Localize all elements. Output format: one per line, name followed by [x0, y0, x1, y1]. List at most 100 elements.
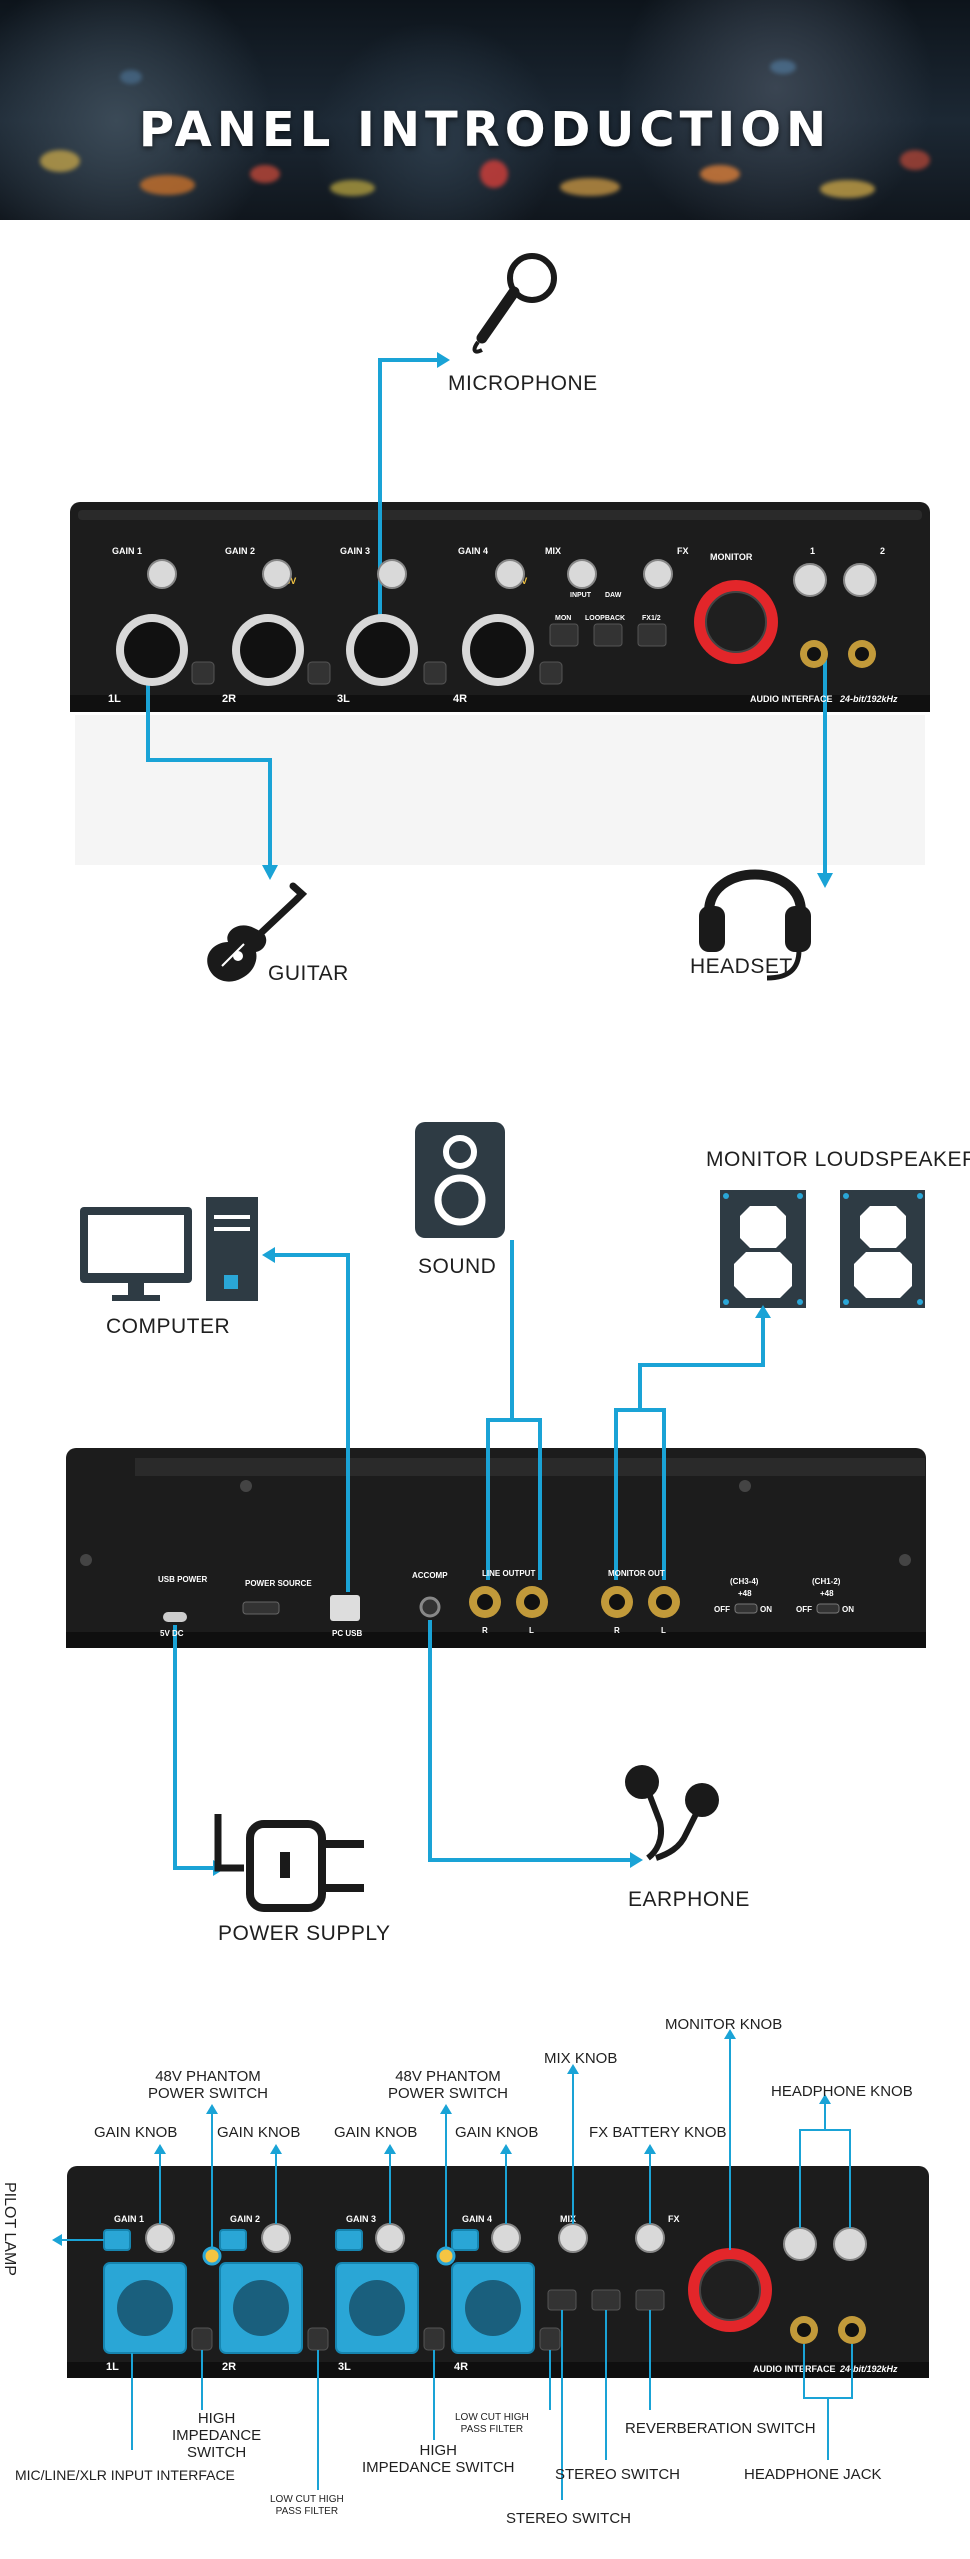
guitar-icon	[207, 882, 308, 982]
gain-knob	[147, 559, 177, 589]
phantom-led	[202, 2246, 222, 2266]
headset-icon	[699, 869, 811, 981]
phantom-led	[436, 2246, 456, 2266]
gain-knob-label: GAIN KNOB	[217, 2124, 301, 2141]
channel-label: 3L	[337, 693, 350, 705]
fx-label: FX	[668, 2214, 680, 2224]
off-label: OFF	[714, 1605, 730, 1614]
stereo-switch-label: STEREO SWITCH	[555, 2466, 681, 2483]
callout-diagram: GAIN 1 GAIN 2 GAIN 3 GAIN 4 MIX FX AUDIO…	[52, 2029, 929, 2500]
daw-label: DAW	[605, 592, 622, 599]
headphone-knob-label: HEADPHONE KNOB	[771, 2083, 913, 2100]
loopback-button	[593, 623, 623, 647]
banner: PANEL INTRODUCTION	[0, 0, 970, 220]
gain-knob	[262, 559, 292, 589]
hi-z-switch	[539, 661, 563, 685]
gain-label: GAIN 1	[114, 2214, 144, 2224]
mix-knob	[567, 559, 597, 589]
gain-label: GAIN 2	[225, 546, 255, 556]
line-output-label: LINE OUTPUT	[482, 1569, 535, 1578]
gain-label: GAIN 2	[230, 2214, 260, 2224]
fx-label: FX	[677, 546, 689, 556]
computer-label: COMPUTER	[106, 1315, 231, 1338]
microphone-label: MICROPHONE	[448, 372, 598, 395]
power-plug-icon	[214, 1814, 364, 1912]
gain-knob-label: GAIN KNOB	[455, 2124, 539, 2141]
gain-knob-label: GAIN KNOB	[94, 2124, 178, 2141]
r-label: R	[482, 1626, 488, 1635]
svg-text:1L: 1L	[106, 2361, 119, 2373]
on-label: ON	[842, 1605, 854, 1614]
svg-text:3L: 3L	[338, 2361, 351, 2373]
gain-label: GAIN 4	[458, 546, 488, 556]
speaker-icon	[415, 1122, 505, 1238]
plus48-label: +48	[738, 1589, 752, 1598]
power-source-switch	[242, 1601, 280, 1615]
pc-usb-label: PC USB	[332, 1629, 362, 1638]
mix-label: MIX	[545, 546, 561, 556]
input-label: INPUT	[570, 592, 592, 599]
microphone-icon	[472, 253, 557, 354]
hi-z-switch	[307, 661, 331, 685]
ch12-label: (CH1-2)	[812, 1577, 841, 1586]
gain-knob	[377, 559, 407, 589]
gain-label: GAIN 4	[462, 2214, 492, 2224]
gain-knob	[495, 559, 525, 589]
hp1-label: 1	[810, 546, 815, 556]
front-panel: GAIN 1 GAIN 2 GAIN 3 GAIN 4 MIX FX MONIT…	[108, 546, 898, 705]
fx-knob	[643, 559, 673, 589]
monitor-speaker-icon	[720, 1190, 925, 1308]
hp2-label: 2	[880, 546, 885, 556]
mon-label: MON	[555, 615, 571, 622]
mix-knob-label: MIX KNOB	[544, 2050, 618, 2067]
headphone-jack-label: HEADPHONE JACK	[744, 2466, 882, 2483]
phantom-switch	[734, 1603, 758, 1614]
monitor-out-label: MONITOR OUT	[608, 1569, 665, 1578]
off-label: OFF	[796, 1605, 812, 1614]
mon-button	[549, 623, 579, 647]
accomp-jack	[419, 1596, 441, 1618]
svg-text:4R: 4R	[454, 2361, 468, 2373]
gain-knob-label: GAIN KNOB	[334, 2124, 418, 2141]
channel-label: 4R	[453, 693, 467, 705]
stereo-switch-label: STEREO SWITCH	[506, 2510, 632, 2527]
gain-label: GAIN 3	[346, 2214, 376, 2224]
loopback-label: LOOPBACK	[585, 615, 625, 622]
gain-label: GAIN 1	[112, 546, 142, 556]
monitor-speaker-label: MONITOR LOUDSPEAKER	[706, 1148, 970, 1171]
pilot-lamp-highlight	[103, 2229, 131, 2251]
fx-battery-knob-label: FX BATTERY KNOB	[589, 2124, 727, 2141]
headphone-knob	[843, 563, 877, 597]
usb-c-port	[163, 1612, 187, 1622]
page-title: PANEL INTRODUCTION	[138, 102, 832, 158]
usb-power-label: USB POWER	[158, 1575, 208, 1584]
hi-z-switch	[191, 661, 215, 685]
channel-label: 1L	[108, 693, 121, 705]
monitor-knob-label: MONITOR KNOB	[665, 2016, 783, 2033]
sound-label: SOUND	[418, 1255, 497, 1278]
earphone-icon	[625, 1765, 719, 1861]
earphone-label: EARPHONE	[628, 1888, 750, 1911]
reverberation-switch-label: REVERBERATION SWITCH	[625, 2420, 816, 2437]
gain-label: GAIN 3	[340, 546, 370, 556]
headset-label: HEADSET	[690, 955, 793, 978]
mic-line-xlr-label: MIC/LINE/XLR INPUT INTERFACE	[15, 2467, 235, 2483]
channel-label: 2R	[222, 693, 236, 705]
power-source-label: POWER SOURCE	[245, 1579, 312, 1588]
dc-label: 5V DC	[160, 1629, 184, 1638]
monitor-label: MONITOR	[710, 552, 753, 562]
model-spec: 24-bit/192kHz	[839, 2364, 898, 2374]
computer-icon	[80, 1197, 258, 1301]
mix-label: MIX	[560, 2214, 576, 2224]
power-supply-label: POWER SUPPLY	[218, 1922, 391, 1945]
accomp-label: ACCOMP	[412, 1571, 448, 1580]
phantom-switch	[816, 1603, 840, 1614]
on-label: ON	[760, 1605, 772, 1614]
ch34-label: (CH3-4)	[730, 1577, 759, 1586]
fx-button	[637, 623, 667, 647]
usb-b-port	[330, 1595, 360, 1621]
